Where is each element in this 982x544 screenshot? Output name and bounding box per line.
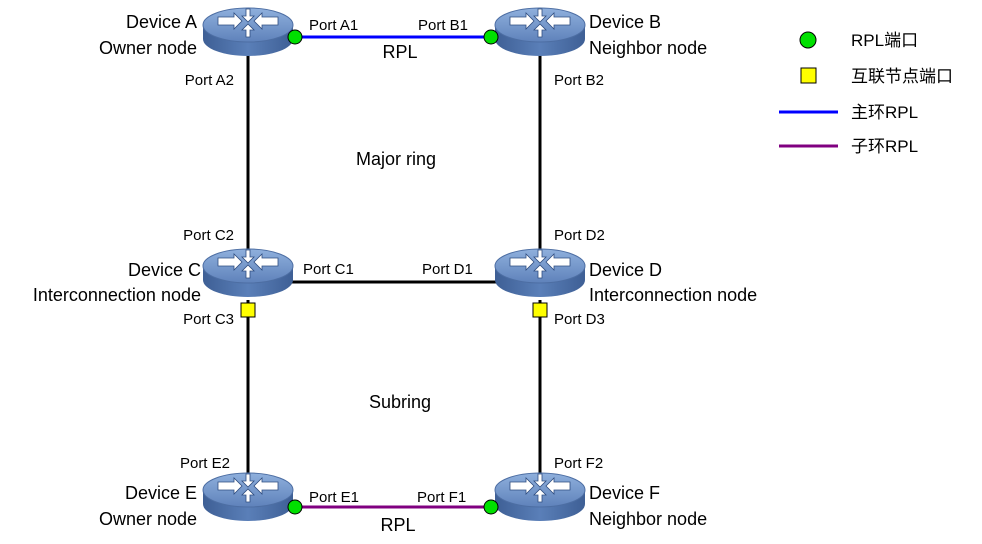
device-a-icon[interactable] [202, 7, 294, 57]
links [246, 35, 542, 509]
legend-major-rpl-label: 主环RPL [851, 103, 918, 122]
port-e1-label: Port E1 [309, 489, 359, 506]
device-b-name: Device B [589, 12, 661, 32]
device-e-role: Owner node [99, 509, 197, 529]
device-b-role: Neighbor node [589, 38, 707, 58]
rpl-port-a1-marker [287, 29, 303, 45]
subring-label: Subring [369, 392, 431, 412]
device-e-icon[interactable] [202, 472, 294, 522]
device-d-name: Device D [589, 260, 662, 280]
legend-interconnect-port-label: 互联节点端口 [851, 67, 953, 86]
port-c2-label: Port C2 [183, 227, 234, 244]
device-e-name: Device E [125, 483, 197, 503]
rpl-port-e1-marker [287, 499, 303, 515]
port-d3-label: Port D3 [554, 311, 605, 328]
port-c1-label: Port C1 [303, 261, 354, 278]
device-f-icon[interactable] [494, 472, 586, 522]
legend-rpl-port-label: RPL端口 [851, 31, 918, 50]
device-c-name: Device C [128, 260, 201, 280]
legend: RPL端口 互联节点端口 主环RPL 子环RPL [779, 31, 953, 156]
device-f-name: Device F [589, 483, 660, 503]
major-rpl-label: RPL [382, 42, 417, 62]
interconnect-port-d3-marker [532, 302, 548, 318]
sub-rpl-label: RPL [380, 515, 415, 535]
device-c-role: Interconnection node [33, 285, 201, 305]
device-d-role: Interconnection node [589, 285, 757, 305]
device-d-icon[interactable] [494, 248, 586, 298]
legend-sub-rpl-label: 子环RPL [851, 137, 918, 156]
port-f1-label: Port F1 [417, 489, 466, 506]
port-c3-label: Port C3 [183, 311, 234, 328]
port-a1-label: Port A1 [309, 17, 358, 34]
device-b-icon[interactable] [494, 7, 586, 57]
port-d2-label: Port D2 [554, 227, 605, 244]
device-a-role: Owner node [99, 38, 197, 58]
port-a2-label: Port A2 [185, 72, 234, 89]
port-d1-label: Port D1 [422, 261, 473, 278]
port-e2-label: Port E2 [180, 455, 230, 472]
device-f-role: Neighbor node [589, 509, 707, 529]
port-b2-label: Port B2 [554, 72, 604, 89]
rpl-port-f1-marker [483, 499, 499, 515]
legend-rpl-port-icon [799, 31, 817, 49]
device-c-icon[interactable] [202, 248, 294, 298]
device-a-name: Device A [126, 12, 197, 32]
rpl-port-b1-marker [483, 29, 499, 45]
major-ring-label: Major ring [356, 149, 436, 169]
interconnect-port-c3-marker [240, 302, 256, 318]
port-b1-label: Port B1 [418, 17, 468, 34]
legend-interconnect-port-icon [800, 67, 817, 84]
port-f2-label: Port F2 [554, 455, 603, 472]
